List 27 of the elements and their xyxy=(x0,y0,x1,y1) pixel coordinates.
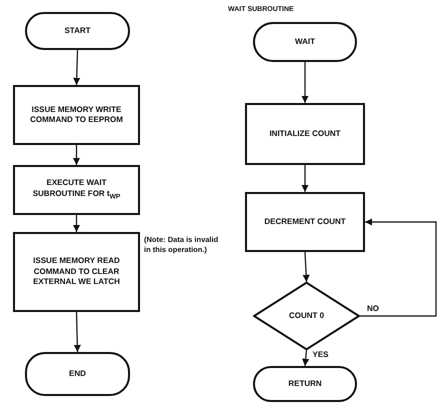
decision-diamond xyxy=(253,282,360,350)
process-box xyxy=(13,232,140,312)
arrow xyxy=(302,252,310,282)
arrow xyxy=(302,350,310,366)
node-label: END xyxy=(68,368,87,380)
node-label: INITIALIZE COUNT xyxy=(268,128,342,140)
arrow xyxy=(360,218,437,317)
arrow xyxy=(301,165,309,192)
arrow xyxy=(72,145,80,165)
node-label: WAIT xyxy=(294,36,316,48)
node-label: START xyxy=(63,26,92,36)
node-label: RETURN xyxy=(287,378,323,390)
process-box xyxy=(245,103,365,165)
process-box xyxy=(245,192,365,252)
arrow xyxy=(73,50,80,86)
node-label: ISSUE MEMORY WRITE COMMAND TO EEPROM xyxy=(29,104,124,126)
arrow xyxy=(74,312,81,352)
arrow xyxy=(301,62,309,103)
edge-label: NO xyxy=(366,305,380,314)
arrow xyxy=(72,215,80,232)
node-label: DECREMENT COUNT xyxy=(263,216,347,228)
node-label: ISSUE MEMORY READ COMMAND TO CLEAR EXTERNAL WE LATCH xyxy=(32,256,121,288)
node-label: EXECUTE WAIT SUBROUTINE FOR t$_{WP}$ xyxy=(32,178,122,202)
process-box xyxy=(13,165,140,215)
edge-label: YES xyxy=(312,351,330,360)
process-box xyxy=(13,85,140,145)
node-label: COUNT 0 xyxy=(288,310,326,322)
